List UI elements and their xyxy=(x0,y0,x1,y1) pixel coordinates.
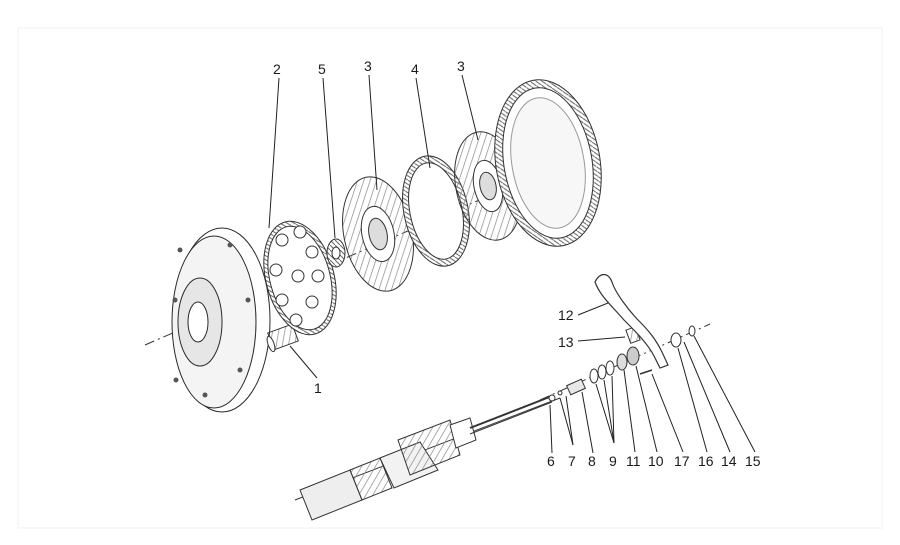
label-1: 1 xyxy=(314,380,322,396)
label-16: 16 xyxy=(698,453,714,469)
secondary-axis-line xyxy=(539,323,711,401)
large-ring-gear xyxy=(494,79,602,247)
flywheel-housing xyxy=(171,227,271,413)
label-7: 7 xyxy=(568,453,576,469)
label-11: 11 xyxy=(626,453,641,469)
label-3a: 3 xyxy=(364,58,372,74)
label-15: 15 xyxy=(745,453,761,469)
label-5: 5 xyxy=(318,61,326,77)
label-8: 8 xyxy=(588,453,596,469)
release-lever xyxy=(594,273,669,369)
part-labels: 2 5 3 4 3 1 12 13 6 7 8 9 11 10 17 16 14… xyxy=(273,58,761,469)
main-shaft xyxy=(294,395,561,521)
steel-disc xyxy=(402,155,470,267)
toothed-plate xyxy=(263,220,337,336)
label-10: 10 xyxy=(648,453,664,469)
label-14: 14 xyxy=(721,453,737,469)
label-13: 13 xyxy=(558,334,574,350)
label-6: 6 xyxy=(547,453,555,469)
friction-disc-a xyxy=(342,176,414,292)
small-gear-hub xyxy=(326,238,346,268)
leader-lines xyxy=(268,74,756,454)
label-9: 9 xyxy=(609,453,617,469)
label-4: 4 xyxy=(411,61,419,77)
label-17: 17 xyxy=(674,453,690,469)
small-hardware xyxy=(548,325,696,402)
label-2: 2 xyxy=(273,61,281,77)
spring-part xyxy=(266,323,299,353)
label-12: 12 xyxy=(558,307,574,323)
label-3b: 3 xyxy=(457,58,465,74)
